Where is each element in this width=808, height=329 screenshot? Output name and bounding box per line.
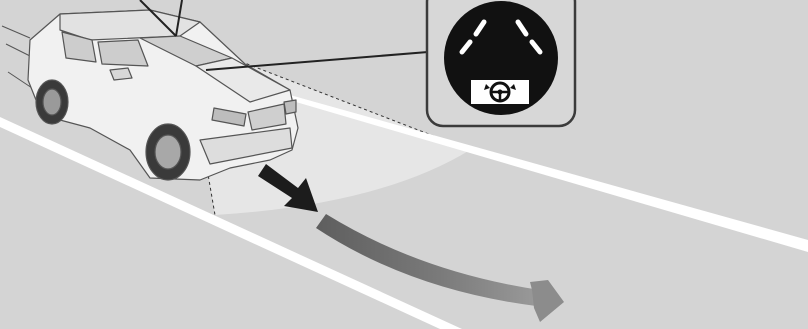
indicator-callout — [427, 0, 575, 126]
